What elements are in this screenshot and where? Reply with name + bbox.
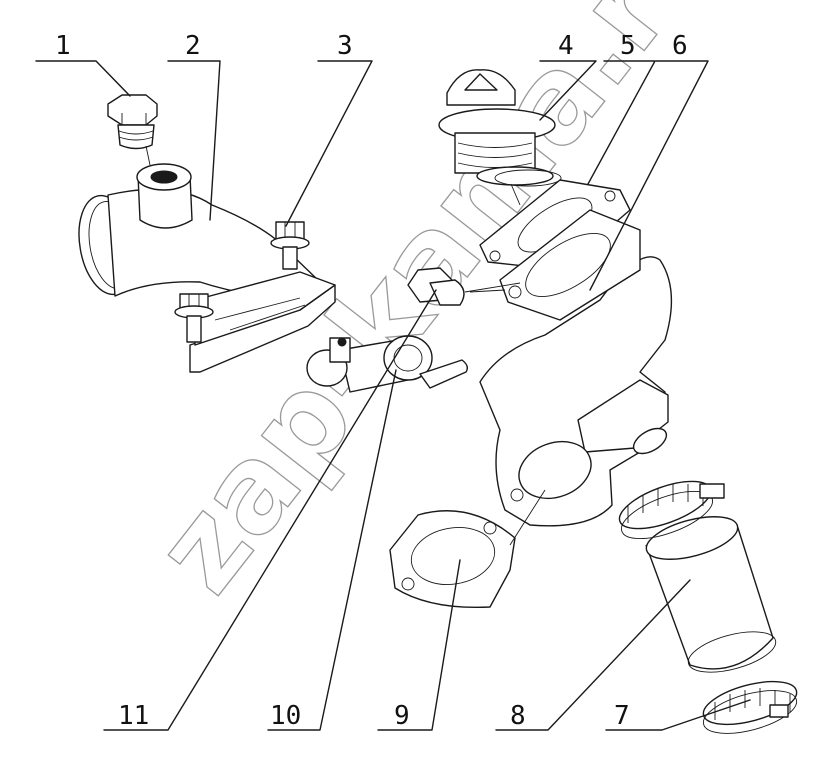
callout-labels: 1 2 3 4 5 6 7 8 9 10 11 [55,31,688,731]
leader-lines [35,60,751,731]
callout-10: 10 [270,701,301,731]
part-7-hose-clamp-upper [618,480,725,540]
callout-11: 11 [118,701,149,731]
callout-5: 5 [620,31,636,61]
callout-7: 7 [614,701,630,731]
callout-6: 6 [672,31,688,61]
part-4-thermostat [438,69,562,187]
part-10-sensor [306,335,469,393]
callout-2: 2 [185,31,201,61]
part-8-hose [645,516,777,673]
callout-9: 9 [394,701,410,731]
part-2-outlet-elbow [78,163,336,373]
callout-4: 4 [558,31,574,61]
callout-1: 1 [55,31,71,61]
part-11-hex-sensor [407,267,506,306]
part-6-housing [479,209,673,527]
part-9-gasket [389,510,516,609]
part-7-hose-clamp-lower [702,680,798,734]
part-5-gasket [479,179,631,271]
part-1-plug [107,94,158,150]
callout-3: 3 [337,31,353,61]
callout-8: 8 [510,701,526,731]
